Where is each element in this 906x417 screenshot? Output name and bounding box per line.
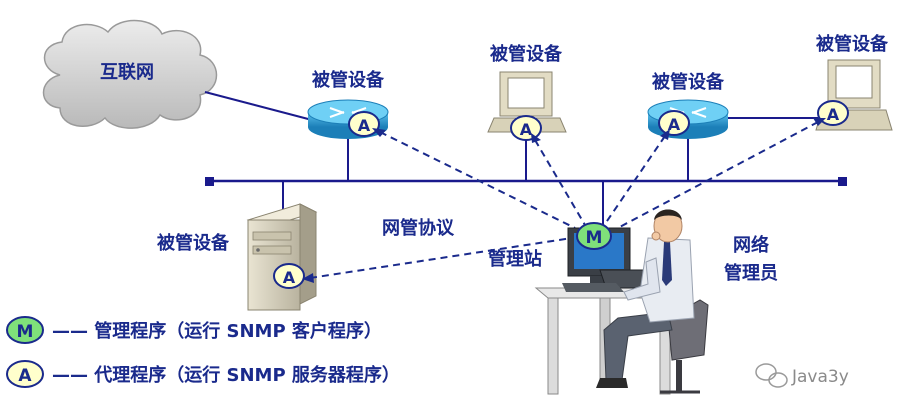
wechat-icon bbox=[755, 363, 788, 388]
managed-device-label: 被管设备 bbox=[652, 71, 725, 93]
legend-manager-badge: M bbox=[6, 316, 44, 344]
managed-device-label: 被管设备 bbox=[490, 43, 563, 65]
managed-device-label: 被管设备 bbox=[157, 232, 230, 254]
managed-device-label: 被管设备 bbox=[816, 33, 889, 55]
legend-agent-badge: A bbox=[6, 360, 44, 388]
arrowheads bbox=[302, 118, 826, 283]
computer-icon bbox=[815, 59, 893, 131]
admin-label-line2: 管理员 bbox=[724, 262, 778, 284]
bus-terminator-left bbox=[205, 177, 214, 186]
legend-agent-badge-label: A bbox=[18, 366, 32, 386]
internet-label: 互联网 bbox=[100, 62, 154, 83]
legend-manager-badge-label: M bbox=[17, 322, 34, 342]
manager-badge-label: M bbox=[586, 228, 603, 248]
internet-cloud: 互联网 bbox=[42, 19, 218, 129]
agent-badge: A bbox=[658, 110, 690, 136]
agent-badge-label: A bbox=[283, 268, 296, 287]
legend-agent-text: —— 代理程序（运行 SNMP 服务器程序） bbox=[52, 364, 400, 386]
protocol-arrows bbox=[309, 121, 819, 279]
agent-badge: A bbox=[348, 111, 380, 137]
agent-badge-label: A bbox=[668, 115, 681, 134]
agent-badge-label: A bbox=[358, 116, 371, 135]
legend: M —— 管理程序（运行 SNMP 客户程序） A —— 代理程序（运行 SNM… bbox=[6, 316, 400, 388]
server-icon bbox=[246, 203, 318, 311]
agent-badge: A bbox=[273, 263, 305, 289]
agent-badge-label: A bbox=[520, 120, 533, 139]
agent-badge-label: A bbox=[827, 105, 840, 124]
bus-terminator-right bbox=[838, 177, 847, 186]
station-label: 管理站 bbox=[488, 248, 542, 270]
admin-label-line1: 网络 bbox=[733, 234, 769, 256]
internet-link bbox=[204, 91, 313, 121]
administrator-figure bbox=[596, 209, 709, 394]
agent-badge: A bbox=[817, 100, 849, 126]
watermark: Java3y bbox=[755, 363, 849, 388]
agent-badge: A bbox=[510, 115, 542, 141]
manager-badge: M bbox=[576, 222, 612, 250]
managed-device-label: 被管设备 bbox=[312, 69, 385, 91]
network-bus bbox=[205, 136, 847, 232]
watermark-text: Java3y bbox=[791, 367, 849, 387]
protocol-label: 网管协议 bbox=[382, 217, 455, 239]
legend-manager-text: —— 管理程序（运行 SNMP 客户程序） bbox=[52, 320, 382, 342]
